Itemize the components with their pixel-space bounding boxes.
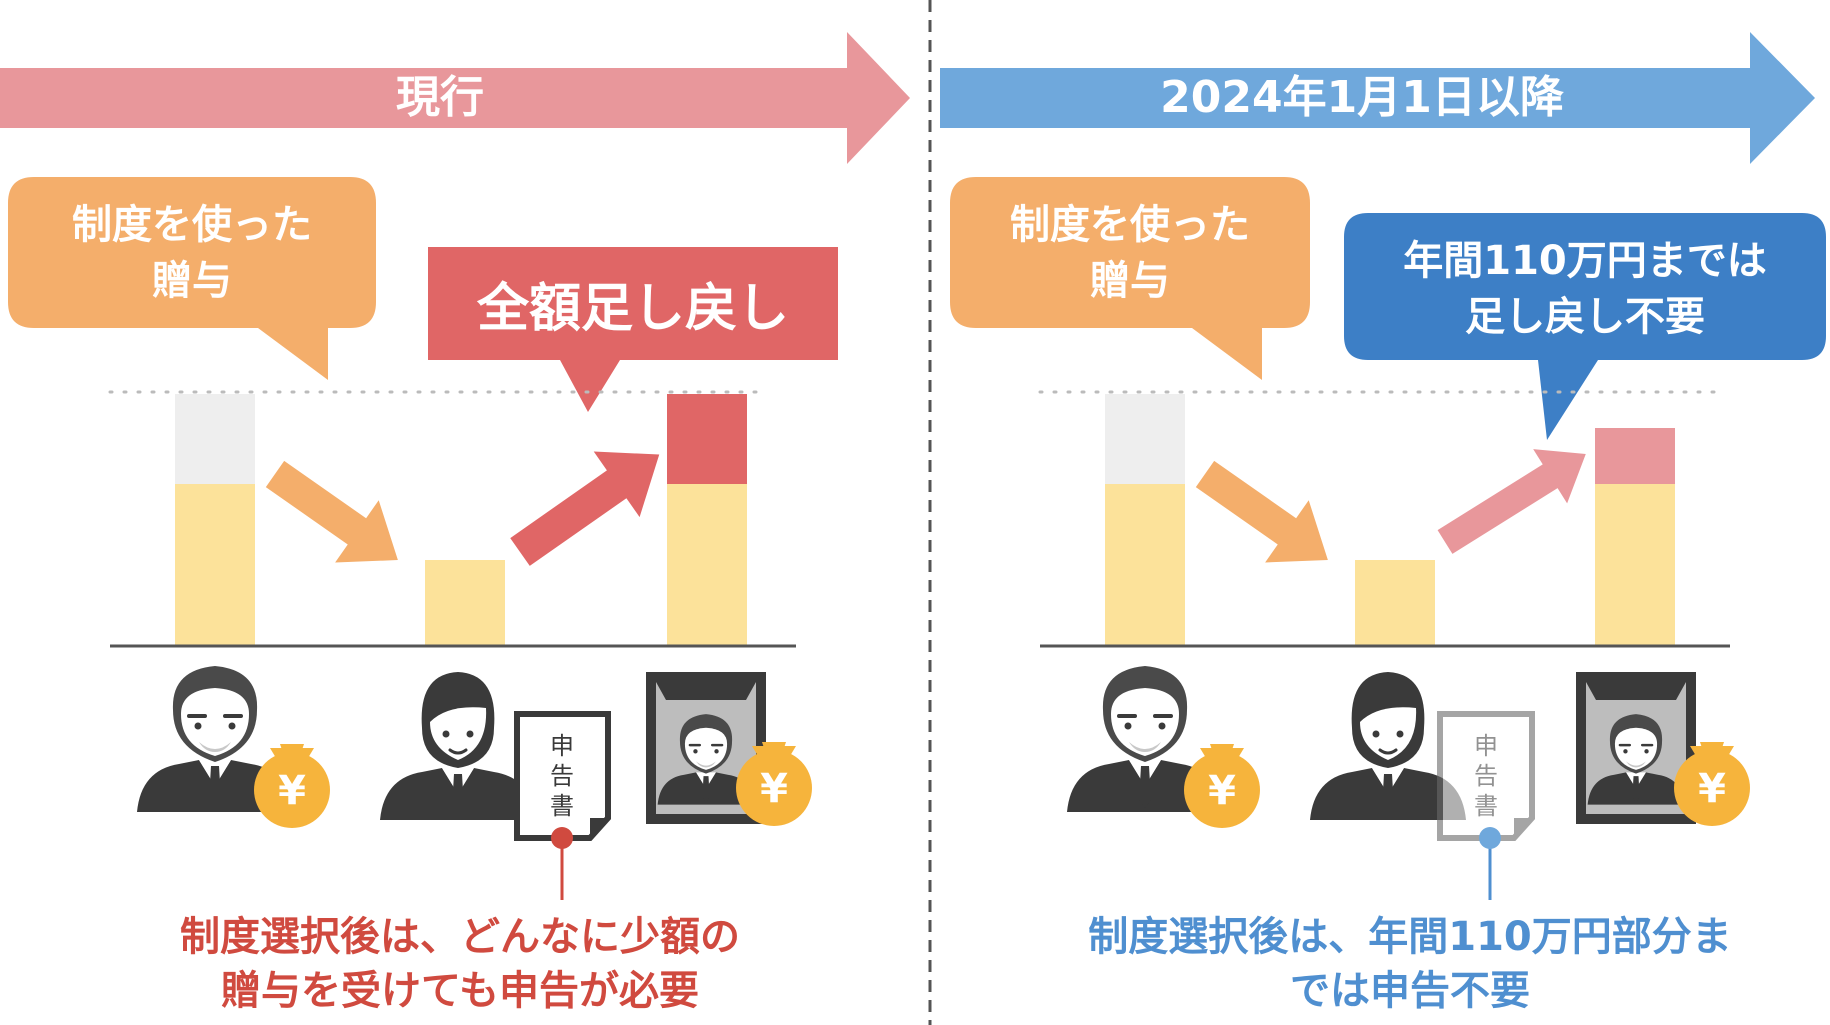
left-panel: 現行 制度を使った 贈与 全額足し戻し — [0, 32, 910, 1014]
tax-return-document-icon: 申 告 書 — [514, 711, 611, 841]
money-bag-icon: ¥ — [736, 742, 812, 826]
svg-text:¥: ¥ — [760, 766, 788, 812]
bar-estate-base — [667, 484, 747, 646]
arrow-up-add-back — [510, 451, 660, 566]
svg-text:¥: ¥ — [1698, 766, 1726, 812]
bar-estate-base — [1595, 484, 1675, 646]
svg-text:¥: ¥ — [278, 768, 306, 814]
svg-text:書: 書 — [550, 792, 574, 820]
svg-text:告: 告 — [550, 762, 574, 790]
gift-bubble-line2: 贈与 — [1090, 258, 1170, 304]
no-add-back-line2: 足し戻し不要 — [1465, 294, 1705, 340]
tax-return-document-icon: 申 告 書 — [1437, 711, 1535, 841]
no-add-back-line1: 年間110万円までは — [1403, 238, 1767, 284]
full-add-back-callout — [428, 247, 838, 412]
money-bag-icon: ¥ — [1184, 744, 1260, 828]
bar-giver-lost — [175, 394, 255, 484]
gift-bubble — [950, 177, 1310, 380]
money-bag-icon: ¥ — [1674, 742, 1750, 826]
caption-line2: 贈与を受けても申告が必要 — [221, 968, 699, 1014]
caption-line2: では申告不要 — [1290, 968, 1530, 1014]
svg-text:告: 告 — [1474, 762, 1498, 790]
header-label-current: 現行 — [396, 72, 484, 123]
header-arrow-2024 — [940, 32, 1815, 164]
bar-estate-add-back — [1595, 428, 1675, 484]
bar-giver-lost — [1105, 394, 1185, 484]
full-add-back-label: 全額足し戻し — [476, 279, 789, 339]
bar-recipient — [425, 560, 505, 646]
caption-pointer-dot — [1479, 827, 1501, 849]
bar-giver-base — [1105, 484, 1185, 646]
arrow-up-add-back — [1437, 449, 1586, 554]
svg-text:書: 書 — [1474, 792, 1498, 820]
gift-bubble-line1: 制度を使った — [72, 202, 312, 248]
recipient-icon — [378, 670, 538, 822]
no-add-back-callout — [1344, 213, 1826, 440]
gift-bubble — [8, 177, 376, 380]
svg-text:申: 申 — [550, 732, 574, 760]
arrow-down-gift — [265, 460, 398, 563]
header-label-2024: 2024年1月1日以降 — [1160, 72, 1564, 123]
gift-bubble-line1: 制度を使った — [1010, 202, 1250, 248]
svg-text:申: 申 — [1474, 732, 1498, 760]
caption-line1: 制度選択後は、年間110万円部分ま — [1088, 914, 1732, 960]
header-arrow-current — [0, 32, 910, 164]
svg-text:¥: ¥ — [1208, 768, 1236, 814]
gift-bubble-line2: 贈与 — [152, 258, 232, 304]
caption-pointer-dot — [551, 827, 573, 849]
bar-estate-add-back — [667, 394, 747, 484]
money-bag-icon: ¥ — [254, 744, 330, 828]
arrow-down-gift — [1195, 460, 1328, 563]
bar-recipient — [1355, 560, 1435, 646]
bar-giver-base — [175, 484, 255, 646]
right-panel: 2024年1月1日以降 制度を使った 贈与 年間110万円までは 足し戻し不要 — [940, 32, 1826, 1014]
caption-line1: 制度選択後は、どんなに少額の — [180, 914, 740, 960]
